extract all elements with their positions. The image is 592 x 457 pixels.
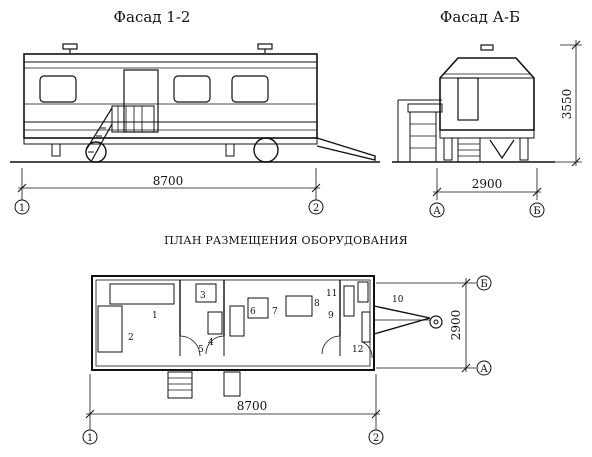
- axis-label: Б: [533, 206, 540, 217]
- axis-label: 2: [373, 433, 379, 444]
- callout-2: 2: [128, 333, 134, 343]
- callout-11: 11: [326, 289, 337, 299]
- wheel: [253, 137, 279, 163]
- equipment-11: [343, 285, 355, 317]
- support-leg: [51, 143, 61, 157]
- axis-bubble-A: [476, 360, 492, 376]
- equipment-3: [195, 283, 217, 303]
- plan-dim-width: 2900: [449, 310, 463, 341]
- axis-label: 2: [313, 203, 319, 214]
- end-door: [457, 77, 479, 121]
- plan-title: ПЛАН РАЗМЕЩЕНИЯ ОБОРУДОВАНИЯ: [164, 234, 408, 247]
- callout-1: 1: [152, 311, 158, 321]
- equipment-plan: ПЛАН РАЗМЕЩЕНИЯ ОБОРУДОВАНИЯ: [82, 234, 492, 445]
- equipment-1: [109, 283, 175, 305]
- plan-outline: [91, 275, 375, 371]
- door: [123, 69, 159, 133]
- axis-label: 1: [19, 203, 25, 214]
- axis-bubble-2: [308, 199, 324, 215]
- hitch-eye: [429, 315, 443, 329]
- end-body: [439, 57, 535, 131]
- equipment-6: [229, 305, 245, 337]
- axis-label: 1: [87, 433, 93, 444]
- porch: [111, 105, 155, 133]
- axis-bubble-1: [14, 199, 30, 215]
- callout-6: 6: [250, 307, 256, 317]
- callout-5: 5: [198, 345, 204, 355]
- axis-bubble-B: [529, 202, 545, 218]
- drawbar-end: [489, 139, 515, 160]
- entrance-stair: [167, 371, 193, 399]
- window: [39, 75, 77, 103]
- axis-label: Б: [480, 279, 487, 290]
- callout-9: 9: [328, 311, 334, 321]
- roof-vent: [480, 44, 494, 51]
- drawbar: [316, 137, 376, 161]
- equipment-4: [207, 311, 223, 335]
- facade-end-title: Фасад А-Б: [440, 8, 520, 26]
- facade-end-dim-width: 2900: [472, 177, 503, 191]
- axis-bubble-B: [476, 275, 492, 291]
- door-swing: [179, 335, 201, 357]
- equipment-10: [357, 281, 369, 303]
- plan-dim-length: 8700: [237, 399, 268, 413]
- end-stair: [409, 111, 437, 163]
- callout-7: 7: [272, 307, 278, 317]
- axis-bubble-A: [429, 202, 445, 218]
- roof-vent-left: [62, 43, 78, 50]
- callout-12: 12: [352, 345, 363, 355]
- equipment-12: [361, 311, 371, 343]
- roof-vent-right: [257, 43, 273, 50]
- callout-8: 8: [314, 299, 320, 309]
- equipment-2: [97, 305, 123, 353]
- chassis: [23, 137, 318, 145]
- axis-label: А: [433, 206, 441, 217]
- window: [231, 75, 269, 103]
- callout-3: 3: [200, 291, 206, 301]
- facade-side: Фасад 1-2: [10, 8, 380, 215]
- facade-side-dim-length: 8700: [153, 174, 184, 188]
- axis-bubble-2: [368, 429, 384, 445]
- facade-end-dim-height: 3550: [560, 89, 574, 120]
- plan-drawbar: [373, 305, 431, 335]
- support-leg: [225, 143, 235, 157]
- trailer-body: [23, 53, 318, 139]
- window: [173, 75, 211, 103]
- end-porch: [407, 103, 443, 113]
- callout-4: 4: [208, 338, 214, 348]
- facade-end: Фасад А-Б 3550: [392, 8, 582, 218]
- facade-side-title: Фасад 1-2: [114, 8, 191, 26]
- callout-10: 10: [392, 295, 404, 305]
- axis-label: А: [480, 364, 488, 375]
- axis-bubble-1: [82, 429, 98, 445]
- equipment-8: [285, 295, 313, 317]
